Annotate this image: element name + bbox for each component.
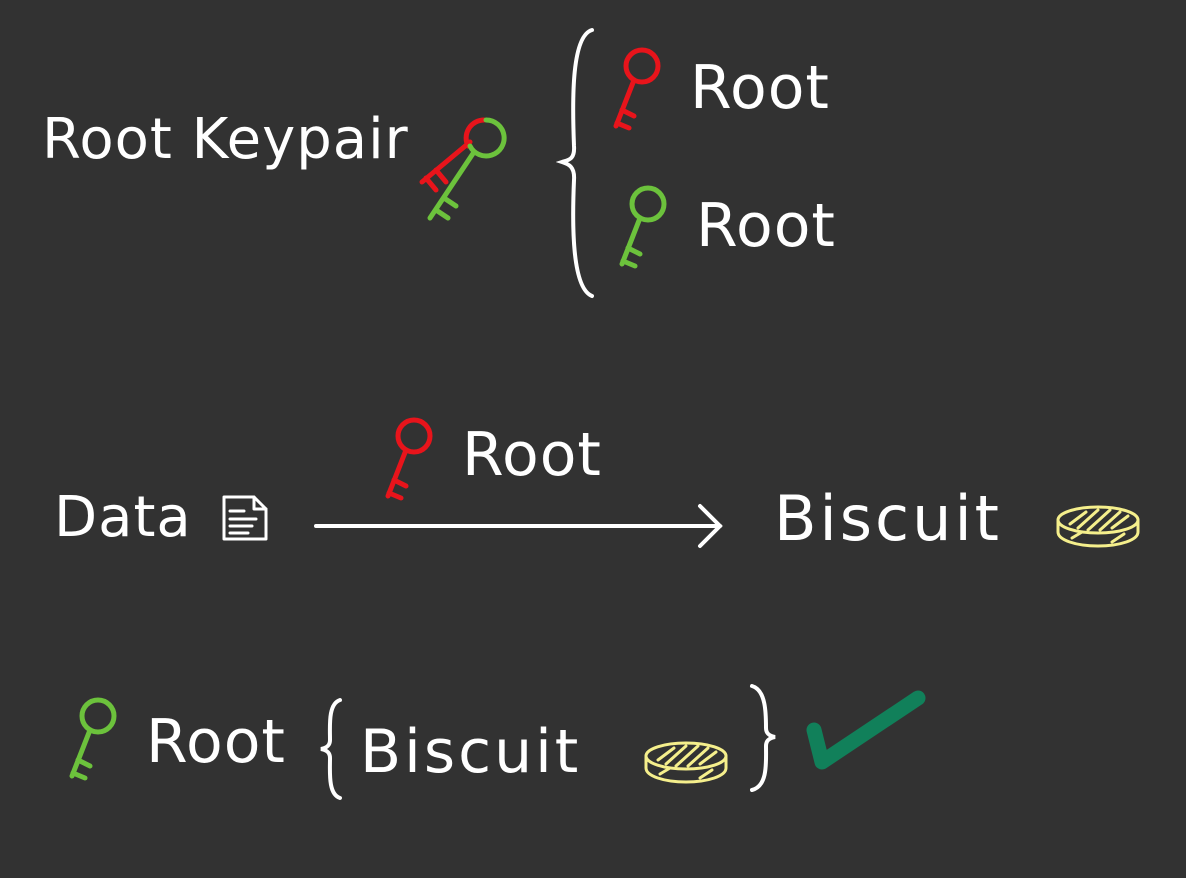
signing-key-label: Root [462,420,602,490]
green-key-icon [619,185,667,269]
red-key-icon [613,47,661,131]
verify-token-label: Biscuit [360,717,582,787]
keypair-title: Root Keypair [42,107,409,172]
biscuit-icon [644,741,728,784]
right-brace [750,684,776,792]
left-brace [556,28,594,298]
signing-input-label: Data [54,485,192,550]
left-brace [320,698,342,800]
keypair-public-label: Root [696,191,836,261]
biscuit-icon [1056,505,1140,548]
arrow-right-icon [314,504,723,548]
verify-key-label: Root [146,707,286,777]
green-key-icon [69,697,117,781]
signing-output-label: Biscuit [774,482,1002,555]
red-green-key-icon [419,117,507,221]
keypair-private-label: Root [690,53,830,123]
checkmark-icon [806,690,926,770]
document-icon [222,495,268,541]
red-key-icon [385,417,433,501]
